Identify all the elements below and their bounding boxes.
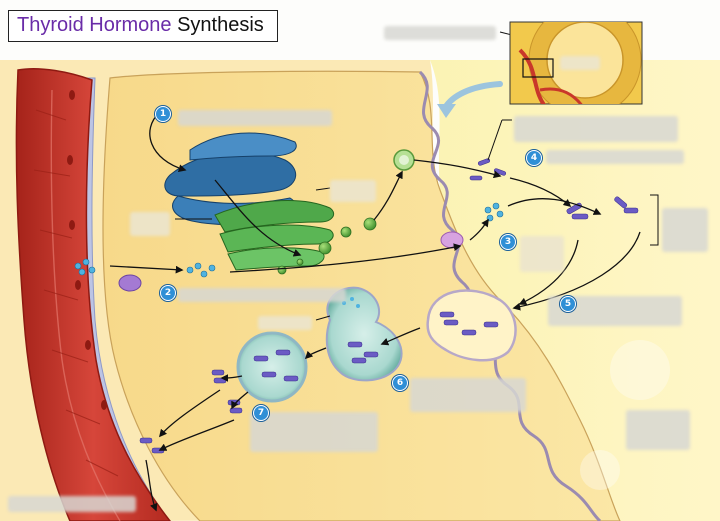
label-blank-step-3 bbox=[520, 236, 564, 272]
title-accent: Thyroid Hormone bbox=[17, 14, 172, 36]
label-blank-step-2 bbox=[178, 288, 346, 302]
step-5-marker: 5 bbox=[560, 296, 576, 312]
diagram-title: Thyroid Hormone Synthesis bbox=[8, 10, 278, 42]
label-blank-bracket bbox=[662, 208, 708, 252]
label-blank-golgi bbox=[330, 180, 376, 202]
colloid-droplets bbox=[580, 340, 670, 490]
step-2-marker: 2 bbox=[160, 285, 176, 301]
pathway-arrows bbox=[109, 111, 641, 512]
iodide-molecules bbox=[74, 202, 504, 278]
lysosome-vesicle bbox=[325, 286, 403, 382]
endocytosis-pocket bbox=[426, 289, 517, 362]
step-3-marker: 3 bbox=[500, 234, 516, 250]
step-1-marker: 1 bbox=[155, 106, 171, 122]
blood-vessel bbox=[15, 67, 171, 521]
step-4-marker: 4 bbox=[526, 150, 542, 166]
step-7-marker: 7 bbox=[253, 405, 269, 421]
golgi-apparatus bbox=[214, 200, 335, 271]
label-blank-rough-er bbox=[130, 212, 170, 236]
label-blank-colloid bbox=[626, 410, 690, 450]
vessel-pores bbox=[67, 90, 107, 410]
phagolysosome bbox=[236, 331, 308, 403]
label-blank-step-4 bbox=[514, 116, 678, 142]
label-blank-step-6 bbox=[410, 378, 526, 412]
label-leader-lines bbox=[175, 31, 659, 321]
step-6-marker: 6 bbox=[392, 375, 408, 391]
label-blank-step-1 bbox=[178, 110, 332, 126]
endocytosed-hormone bbox=[439, 311, 499, 336]
label-blank-inset-inner bbox=[560, 56, 600, 70]
title-rest: Synthesis bbox=[171, 14, 264, 36]
label-blank-step-7 bbox=[250, 412, 378, 452]
label-blank-bottom bbox=[8, 496, 136, 512]
label-blank-inset bbox=[384, 26, 496, 40]
label-blank-lysosome bbox=[258, 316, 312, 330]
exocytosis-vesicle bbox=[393, 149, 415, 171]
transporter-basal bbox=[118, 274, 142, 292]
label-blank-step-4b bbox=[546, 150, 684, 164]
